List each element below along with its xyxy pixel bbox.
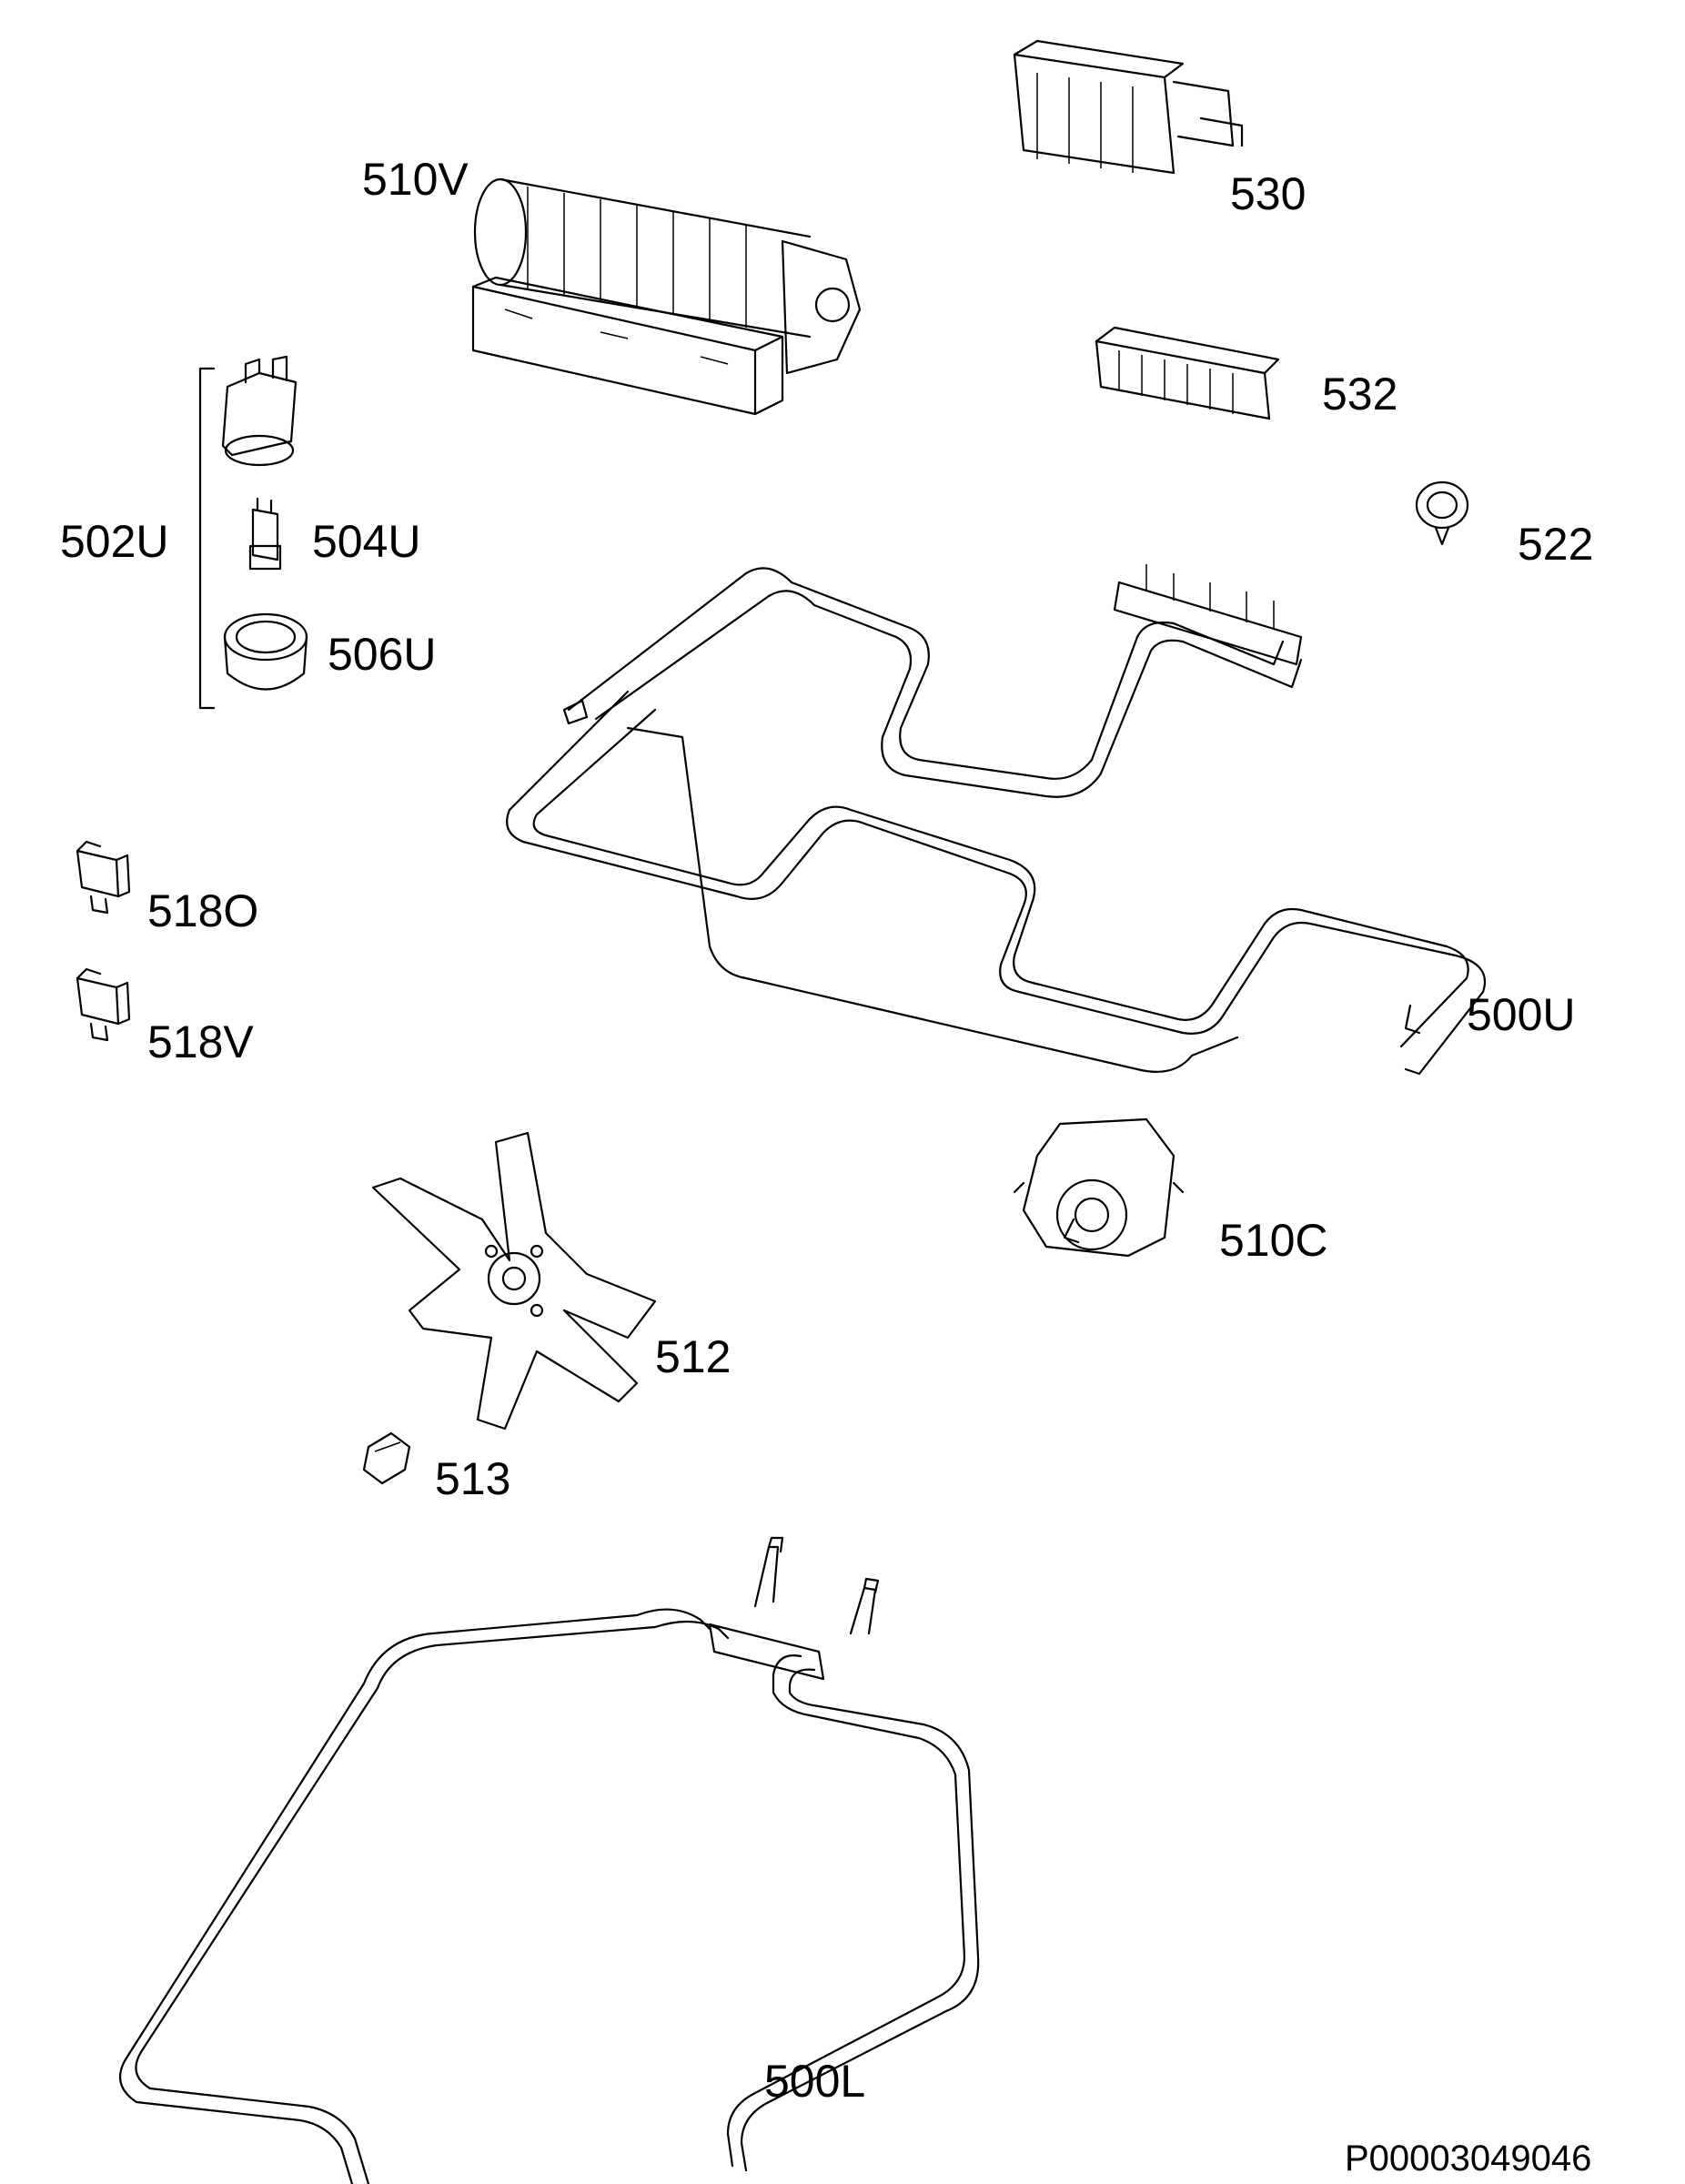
nut-513 (362, 1431, 411, 1485)
bulb-504u (248, 497, 282, 571)
reference-code: P00003049046 (1345, 2138, 1592, 2179)
label-518v: 518V (147, 1016, 254, 1067)
terminal-strip-532 (1095, 326, 1280, 420)
label-510c: 510C (1219, 1215, 1328, 1266)
label-530: 530 (1230, 168, 1307, 219)
lamp-glass-506u (223, 612, 308, 691)
lamp-holder-504u (221, 355, 298, 467)
bracket-502u (198, 367, 216, 710)
clip-518o (76, 840, 131, 915)
label-522: 522 (1518, 519, 1594, 570)
label-506u: 506U (328, 629, 437, 680)
label-502u: 502U (60, 516, 169, 567)
clamp-522 (1415, 480, 1469, 546)
fan-blade-512 (371, 1131, 657, 1431)
label-510v: 510V (362, 154, 469, 205)
tangential-fan-510v (471, 177, 862, 416)
heating-element-500l (118, 1536, 980, 2184)
fan-motor-510c (1013, 1117, 1185, 1258)
label-518o: 518O (147, 885, 259, 936)
grill-element-500u (506, 564, 1487, 1076)
clip-518v (76, 967, 131, 1042)
label-500l: 500L (764, 2056, 866, 2107)
label-504u: 504U (312, 516, 421, 567)
label-513: 513 (435, 1453, 511, 1504)
label-532: 532 (1322, 369, 1398, 420)
label-512: 512 (655, 1331, 732, 1382)
terminal-block-530 (1013, 39, 1244, 175)
label-500u: 500U (1467, 989, 1576, 1040)
